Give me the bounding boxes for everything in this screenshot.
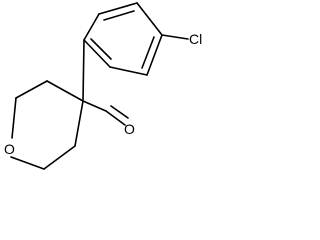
oxane-bond-4: [10, 156, 45, 170]
benzene-double-bond-3: [90, 38, 112, 60]
aldehyde-c-bond: [82, 100, 107, 112]
benzene-double-bond-2: [141, 36, 155, 69]
aldehyde-oxygen-label: O: [124, 121, 135, 137]
aldehyde-group: [82, 100, 129, 126]
benzene-bond-5: [83, 39, 111, 68]
aryl-quaternary-bond: [82, 39, 85, 102]
benzene-bond-6: [83, 13, 100, 41]
benzene-bond-4: [109, 66, 148, 76]
oxane-ring: [10, 80, 84, 170]
molecule-structure: Cl O O: [4, 2, 202, 170]
oxane-bond-5: [43, 145, 76, 170]
oxane-bond-6: [74, 100, 84, 147]
ring-oxygen-label: O: [4, 141, 15, 157]
chlorine-label: Cl: [189, 31, 202, 47]
benzene-double-bond-1: [103, 10, 135, 21]
benzene-bond-3: [146, 34, 163, 76]
oxane-bond-3: [11, 97, 17, 139]
chlorine-bond: [161, 34, 189, 40]
oxane-bond-2: [15, 80, 48, 99]
benzene-bond-1: [98, 2, 138, 15]
structure-canvas: Cl O O: [0, 0, 208, 172]
aldehyde-double-bond-outer: [105, 110, 126, 126]
benzene-ring: [83, 2, 163, 76]
aldehyde-double-bond-inner: [110, 105, 129, 119]
benzene-bond-2: [136, 2, 163, 36]
oxane-bond-1: [46, 80, 84, 102]
